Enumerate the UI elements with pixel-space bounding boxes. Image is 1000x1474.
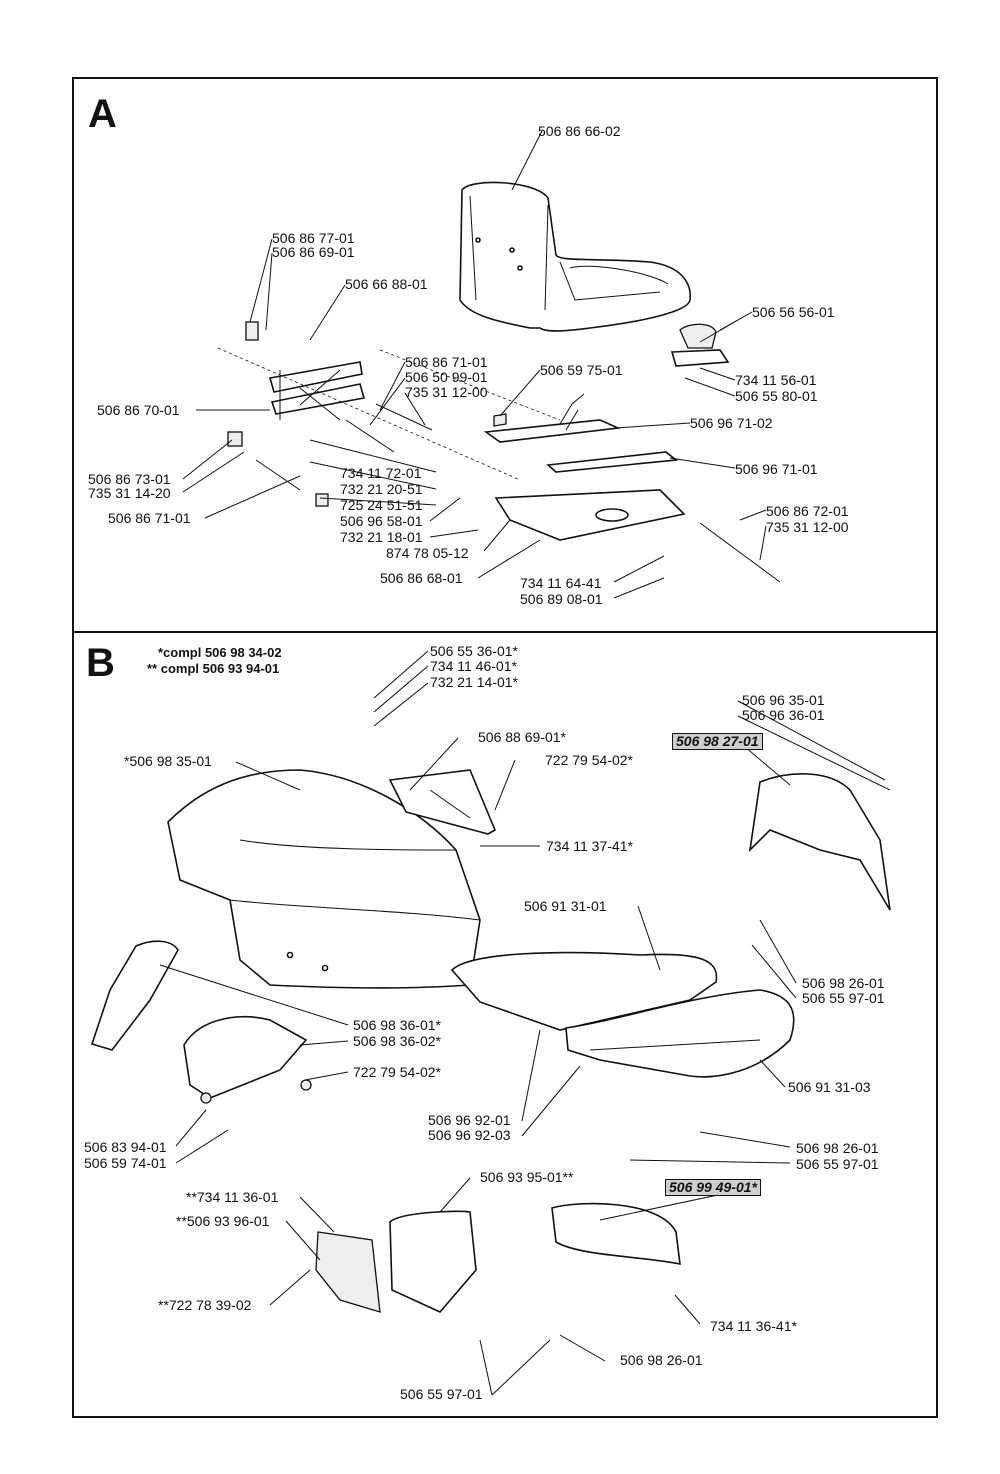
part-label-b-17: 506 91 31-03	[788, 1079, 871, 1095]
part-label-b-1: 506 55 36-01*	[430, 643, 518, 659]
part-label-a-3: 506 86 69-01	[272, 244, 355, 260]
part-label-b-19: 506 59 74-01	[84, 1155, 167, 1171]
part-label-b-28: **722 78 39-02	[158, 1297, 252, 1313]
part-label-b-30: 506 98 26-01	[620, 1352, 703, 1368]
seat-bracket-drawing	[483, 393, 686, 541]
rear-shield-drawing	[748, 773, 891, 911]
part-label-b-14: 506 98 36-01*	[353, 1017, 441, 1033]
part-label-b-20: 506 96 92-01	[428, 1112, 511, 1128]
part-label-a-26: 506 86 68-01	[380, 570, 463, 586]
part-label-a-20: 506 86 71-01	[108, 510, 191, 526]
part-label-b-10: 734 11 37-41*	[546, 838, 633, 854]
part-label-a-9: 506 59 75-01	[540, 362, 623, 378]
part-label-a-28: 506 89 08-01	[520, 591, 603, 607]
part-label-a-22: 732 21 18-01	[340, 529, 423, 545]
part-label-b-18: 506 83 94-01	[84, 1139, 167, 1155]
part-label-a-14: 506 96 71-01	[735, 461, 818, 477]
part-label-b-9: 722 79 54-02*	[545, 752, 633, 768]
part-label-b-11: 506 91 31-01	[524, 898, 607, 914]
part-label-a-6: 506 86 71-01	[405, 354, 488, 370]
part-label-b-21: 506 96 92-03	[428, 1127, 511, 1143]
part-label-a-25: 735 31 12-00	[766, 519, 849, 535]
part-label-a-2: 506 86 77-01	[272, 230, 355, 246]
part-label-b-25: 506 99 49-01*	[665, 1179, 761, 1196]
part-label-b-15: 506 98 36-02*	[353, 1033, 441, 1049]
part-label-a-15: 506 86 73-01	[88, 471, 171, 487]
part-label-a-8: 735 31 12-00	[405, 384, 488, 400]
part-label-a-10: 734 11 56-01	[735, 372, 817, 388]
linkage-drawing	[217, 321, 781, 583]
compl-note-single: *compl 506 98 34-02	[158, 645, 282, 660]
part-label-a-21: 506 96 58-01	[340, 513, 423, 529]
part-label-a-4: 506 66 88-01	[345, 276, 428, 292]
part-label-b-27: **506 93 96-01	[176, 1213, 270, 1229]
part-label-b-8: *506 98 35-01	[124, 753, 212, 769]
part-label-a-27: 734 11 64-41	[520, 575, 602, 591]
hood-drawing	[167, 769, 481, 989]
seat-pan-drawing	[450, 951, 795, 1078]
section-b-panel	[72, 631, 938, 1418]
side-bracket-drawing	[90, 940, 312, 1104]
part-label-b-6: 506 88 69-01*	[478, 729, 566, 745]
part-label-b-5: 506 96 36-01	[742, 707, 825, 723]
part-label-b-23: 506 55 97-01	[796, 1156, 879, 1172]
part-label-a-5: 506 56 56-01	[752, 304, 835, 320]
part-label-b-13: 506 55 97-01	[802, 990, 885, 1006]
part-label-b-16: 722 79 54-02*	[353, 1064, 441, 1080]
part-label-a-17: 734 11 72-01	[340, 465, 422, 481]
part-label-b-22: 506 98 26-01	[796, 1140, 879, 1156]
part-label-a-16: 735 31 14-20	[88, 485, 171, 501]
switch-plate-drawing	[388, 769, 497, 835]
section-a-letter: A	[88, 92, 117, 136]
seat-drawing	[459, 181, 730, 367]
part-label-a-24: 506 86 72-01	[766, 503, 849, 519]
compl-note-double: ** compl 506 93 94-01	[147, 661, 280, 676]
part-label-b-29: 734 11 36-41*	[710, 1318, 797, 1334]
part-label-a-19: 725 24 51-51	[340, 497, 423, 513]
part-label-a-1: 506 86 66-02	[538, 123, 621, 139]
part-label-b-12: 506 98 26-01	[802, 975, 885, 991]
lower-box-drawing	[315, 1202, 681, 1313]
part-label-b-4: 506 96 35-01	[742, 692, 825, 708]
part-label-a-13: 506 96 71-02	[690, 415, 773, 431]
part-label-b-26: **734 11 36-01	[186, 1189, 279, 1205]
part-label-a-23: 874 78 05-12	[386, 545, 469, 561]
part-label-a-7: 506 50 99-01	[405, 369, 488, 385]
part-label-b-24: 506 93 95-01**	[480, 1169, 574, 1185]
part-label-b-7: 506 98 27-01	[672, 733, 763, 750]
section-b-letter: B	[86, 641, 115, 685]
part-label-b-2: 734 11 46-01*	[430, 658, 517, 674]
part-label-b-3: 732 21 14-01*	[430, 674, 518, 690]
part-label-a-12: 506 86 70-01	[97, 402, 180, 418]
part-label-a-18: 732 21 20-51	[340, 481, 423, 497]
part-label-a-11: 506 55 80-01	[735, 388, 818, 404]
part-label-b-31: 506 55 97-01	[400, 1386, 483, 1402]
